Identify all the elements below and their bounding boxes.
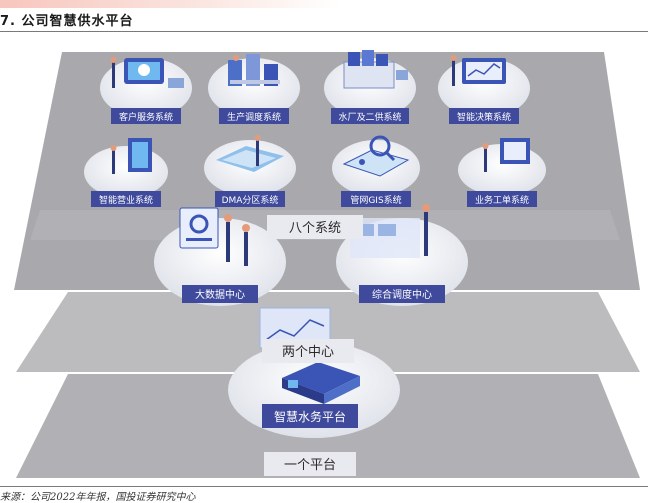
- figure-title: 7. 公司智慧供水平台: [0, 14, 134, 29]
- system-tag-label: 智能决策系统: [457, 111, 511, 123]
- work-order-scene: [458, 138, 546, 196]
- system-tag: DMA分区系统: [215, 191, 285, 207]
- system-tag: 智能决策系统: [449, 108, 519, 124]
- system-tag-box: [219, 108, 289, 124]
- system-tag-label: 管网GIS系统: [350, 194, 401, 206]
- big-data-scene: [154, 207, 286, 306]
- center-label-dispatch: 综合调度中心: [372, 288, 432, 301]
- system-tag-label: 水厂及二供系统: [338, 111, 401, 123]
- customer-service-scene: [100, 57, 192, 118]
- center-tag-dispatch: [359, 285, 445, 303]
- dma-map-scene: [204, 135, 296, 196]
- platform-label: 智慧水务平台: [274, 409, 346, 424]
- center-tag-big-data: [182, 285, 258, 303]
- system-tag-box: [331, 108, 409, 124]
- platform-tag: [262, 404, 358, 428]
- layer-top-label-box: [267, 215, 363, 239]
- top-rule: [0, 31, 648, 32]
- layer-middle-label-box: [262, 339, 354, 363]
- system-tag-label: 智能营业系统: [99, 194, 153, 206]
- system-tag-label: 业务工单系统: [475, 194, 529, 206]
- system-tag-box: [91, 191, 161, 207]
- business-scene: [84, 138, 168, 198]
- system-tag-box: [111, 108, 181, 124]
- system-tag: 客户服务系统: [111, 108, 181, 124]
- system-tag-box: [467, 191, 537, 207]
- gis-scene: [332, 135, 420, 196]
- center-label-big-data: 大数据中心: [195, 288, 245, 301]
- water-plant-scene: [324, 50, 416, 118]
- layer-bottom-label-box: [264, 452, 356, 476]
- system-tag-box: [341, 191, 411, 207]
- system-tag: 业务工单系统: [467, 191, 537, 207]
- system-tag-label: 生产调度系统: [227, 111, 281, 123]
- layer-bottom-label: 一个平台: [284, 458, 336, 473]
- system-tag-box: [449, 108, 519, 124]
- bottom-rule: [0, 486, 648, 487]
- system-tag-label: DMA分区系统: [222, 194, 279, 206]
- layer-top-label: 八个系统: [289, 221, 341, 236]
- system-tag-box: [215, 191, 285, 207]
- system-tag: 水厂及二供系统: [331, 108, 409, 124]
- system-tag: 生产调度系统: [219, 108, 289, 124]
- system-tag: 智能营业系统: [91, 191, 161, 207]
- decision-scene: [438, 55, 530, 118]
- system-tag-label: 客户服务系统: [119, 111, 173, 123]
- layer-middle-label: 两个中心: [282, 345, 334, 360]
- source-note: 来源：公司2022年年报，国投证券研究中心: [0, 492, 196, 503]
- system-tag: 管网GIS系统: [341, 191, 411, 207]
- title-accent-strip: [0, 0, 340, 8]
- production-dispatch-scene: [208, 54, 300, 118]
